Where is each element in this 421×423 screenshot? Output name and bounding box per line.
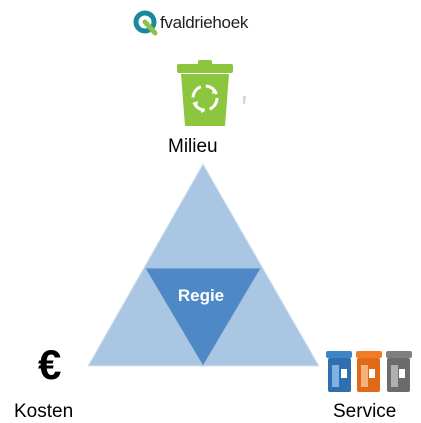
organization-logo: fvaldriehoek: [133, 8, 283, 38]
recycle-bin-icon: [177, 60, 246, 126]
logo-mark-icon: [133, 10, 158, 36]
logo-text: fvaldriehoek: [160, 13, 249, 32]
waste-containers-icon: [326, 351, 412, 392]
center-triangle: [144, 267, 262, 367]
euro-icon: €: [38, 341, 62, 388]
regie-label: Regie: [177, 286, 225, 305]
milieu-label: Milieu: [168, 136, 218, 157]
kosten-label: Kosten: [14, 401, 74, 422]
service-label: Service: [333, 401, 397, 422]
